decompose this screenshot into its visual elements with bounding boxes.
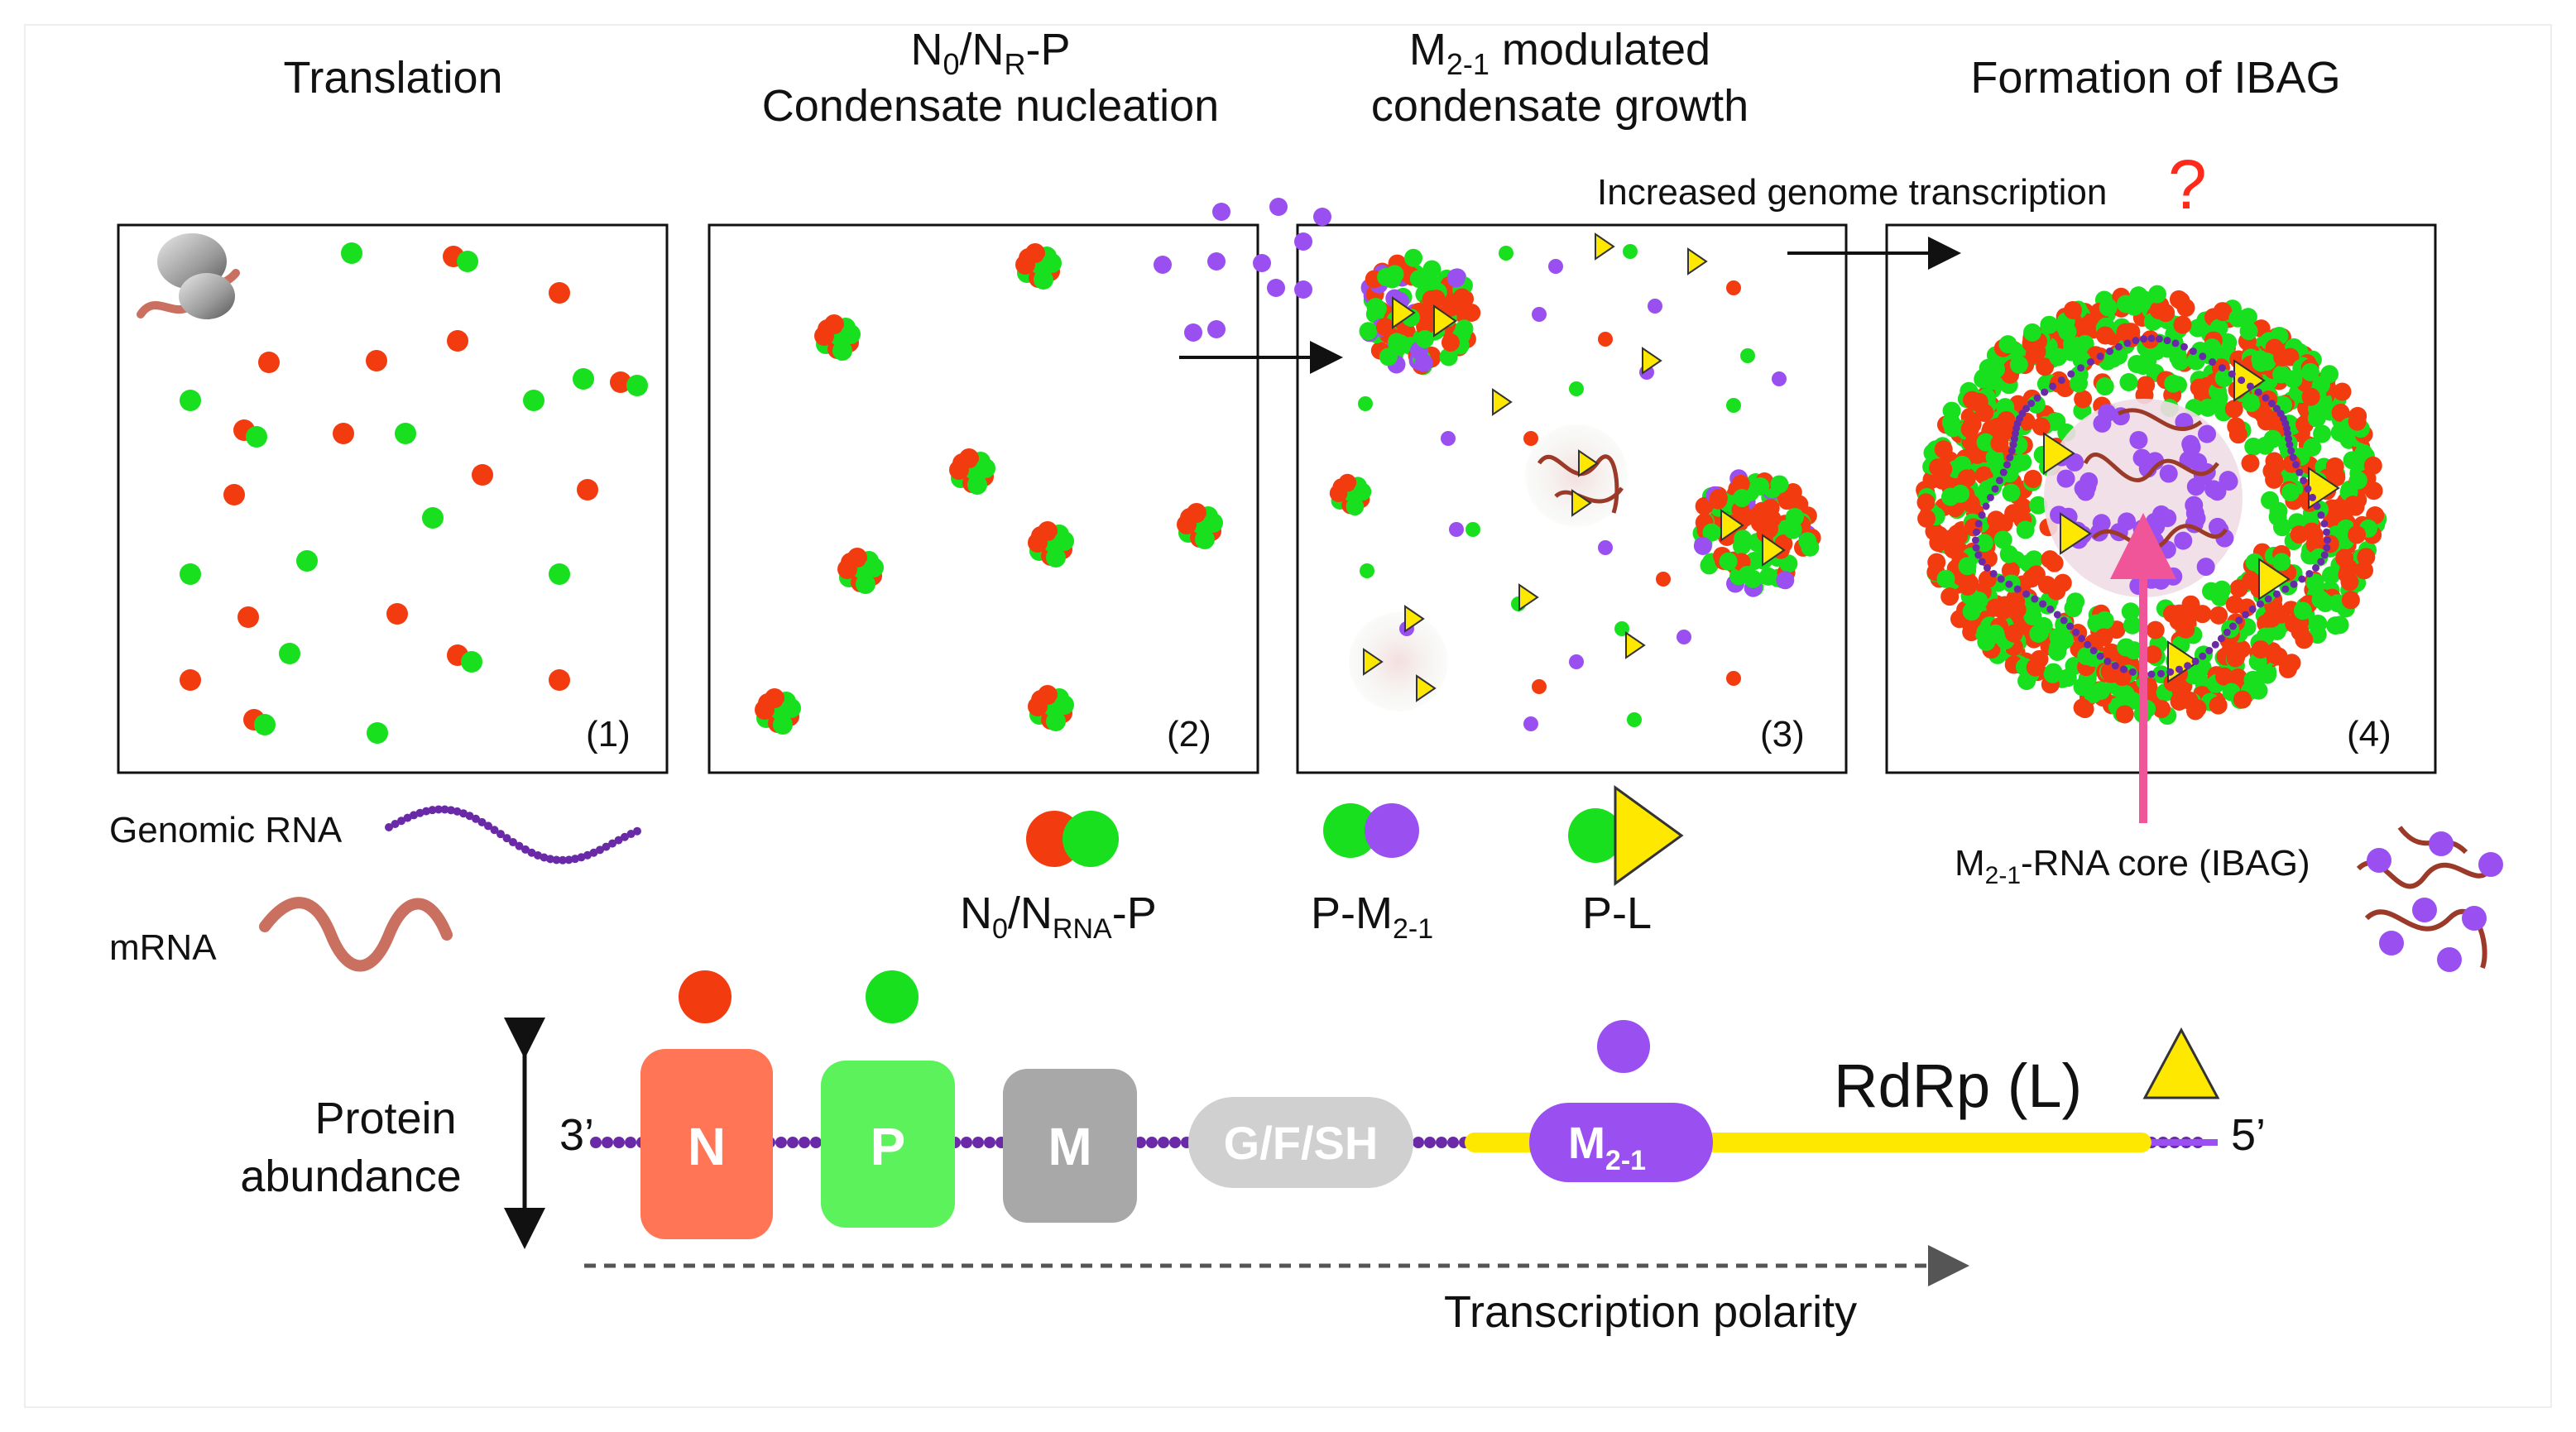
genomic-rna-icon — [385, 805, 641, 864]
panel2-number: (2) — [1167, 714, 1211, 754]
panel4-title: Formation of IBAG — [1970, 53, 2340, 103]
panel1-number: (1) — [586, 714, 631, 754]
legend-p-m21-icon — [1323, 803, 1419, 858]
legend-p-l-icon — [1568, 785, 1684, 886]
legend-n-p-label: N0/NRNA-P — [960, 888, 1157, 945]
gene-m21 — [1529, 1103, 1713, 1182]
panel-2 — [708, 223, 1259, 774]
legend-n-p-icon — [1026, 811, 1119, 867]
gene-gfsh-label: G/F/SH — [1224, 1117, 1379, 1169]
free-m21-proteins — [1154, 198, 1331, 342]
transcription-note: Increased genome transcription — [1597, 172, 2107, 213]
mrna-icon — [259, 897, 453, 972]
p-protein-indicator — [866, 970, 919, 1023]
gene-n — [640, 1049, 773, 1239]
panel3-title-line1: M2-1 modulated — [1409, 25, 1710, 81]
gene-p-label: P — [871, 1117, 906, 1176]
ribosome-icon — [137, 233, 240, 319]
panel3-title-line2: condensate growth — [1371, 81, 1749, 131]
panel1-proteins — [180, 242, 648, 744]
gene-m-label: M — [1048, 1117, 1091, 1176]
m21-rna-core-icon — [2356, 826, 2503, 972]
legend-mrna-label: mRNA — [109, 927, 217, 968]
gene-gfsh — [1188, 1097, 1413, 1188]
legend-p-l-label: P-L — [1582, 888, 1652, 938]
l-protein-indicator — [2142, 1027, 2220, 1099]
panel2-title-line1: N0/NR-P — [910, 25, 1070, 81]
abundance-label-line1: Protein — [314, 1094, 456, 1143]
panel3-number: (3) — [1760, 714, 1805, 754]
panel4-number: (4) — [2347, 714, 2391, 754]
ibag-condensate — [1916, 285, 2387, 726]
genome-3prime: 3’ — [559, 1110, 594, 1160]
polarity-label: Transcription polarity — [1444, 1287, 1857, 1337]
legend-genomic-rna-label: Genomic RNA — [109, 810, 343, 850]
n-protein-indicator — [679, 970, 732, 1023]
legend-p-m21-label: P-M2-1 — [1311, 888, 1433, 945]
rdrp-label: RdRp (L) — [1834, 1051, 2082, 1120]
abundance-label-line2: abundance — [240, 1152, 461, 1201]
panel3-proteins — [1329, 232, 1821, 731]
gene-m21-label: M2-1 — [1568, 1118, 1646, 1176]
gene-p — [821, 1061, 955, 1228]
question-mark: ? — [2168, 146, 2207, 223]
panel1-title: Translation — [283, 53, 502, 103]
panel2-title-line2: Condensate nucleation — [762, 81, 1219, 131]
genome-5prime: 5’ — [2231, 1110, 2266, 1160]
gene-n-label: N — [688, 1117, 726, 1176]
m21-protein-indicator — [1597, 1020, 1650, 1073]
legend-core-label: M2-1-RNA core (IBAG) — [1955, 843, 2310, 889]
panel2-condensates — [755, 243, 1223, 735]
gene-m — [1003, 1069, 1137, 1223]
